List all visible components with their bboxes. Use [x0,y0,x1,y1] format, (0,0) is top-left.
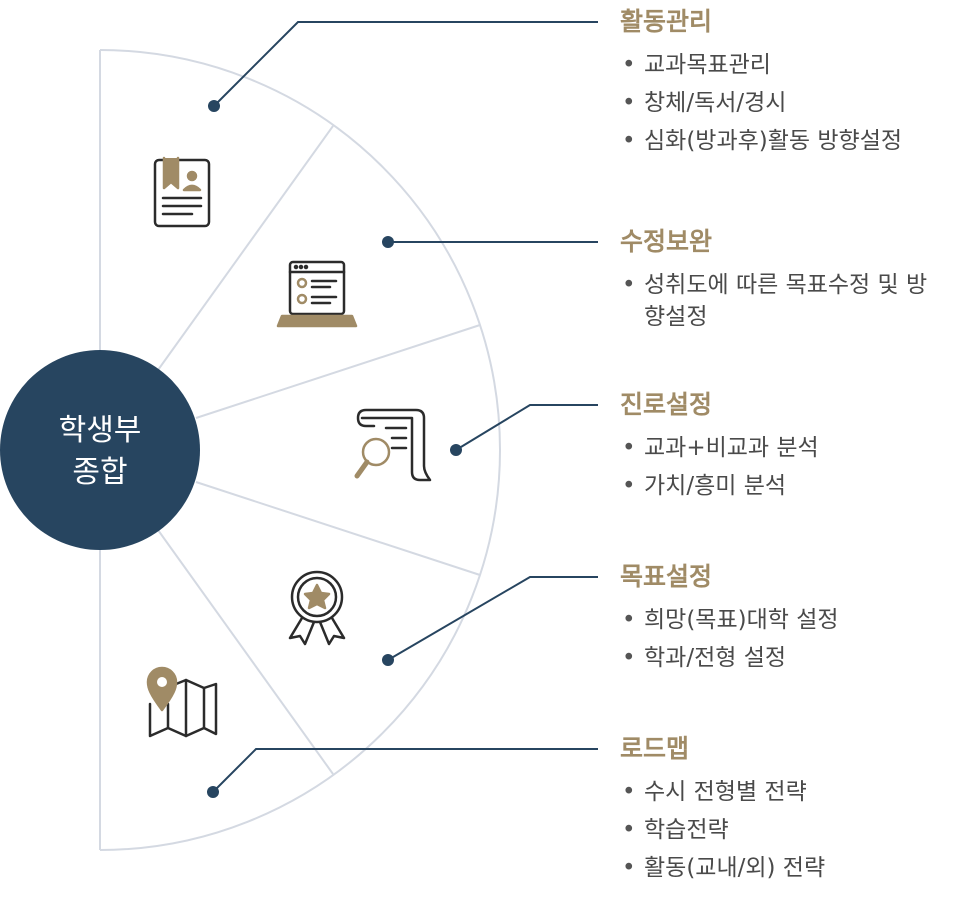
section-goal-setting: 목표설정 희망(목표)대학 설정 학과/전형 설정 [620,562,960,680]
section-revision: 수정보완 성취도에 따른 목표수정 및 방향설정 [620,227,960,339]
section-list: 교과+비교과 분석 가치/흥미 분석 [620,432,960,502]
section-title: 진로설정 [620,390,713,419]
laptop-checklist-icon [276,260,358,328]
connector-1 [208,21,598,112]
divider-3 [195,481,481,576]
list-item: 교과+비교과 분석 [620,432,960,464]
list-item: 희망(목표)대학 설정 [620,604,960,636]
list-item: 학습전략 [620,814,960,846]
hub: 학생부 종합 [0,350,200,550]
list-item: 교과목표관리 [620,49,960,81]
hub-label-line1: 학생부 [59,413,142,448]
hub-label-line2: 종합 [72,455,127,490]
section-list: 성취도에 따른 목표수정 및 방향설정 [620,269,960,333]
section-list: 교과목표관리 창체/독서/경시 심화(방과후)활동 방향설정 [620,49,960,157]
connector-5 [207,748,598,798]
list-item: 학과/전형 설정 [620,642,960,674]
scroll-magnifier-icon [354,408,432,482]
divider-4 [157,529,334,775]
connector-4 [382,576,598,666]
list-item: 활동(교내/외) 전략 [620,852,960,884]
connector-2 [382,236,598,248]
divider-1 [157,125,334,371]
list-item: 성취도에 따른 목표수정 및 방향설정 [620,269,944,333]
section-title: 로드맵 [620,734,690,763]
list-item: 심화(방과후)활동 방향설정 [620,125,960,157]
student-record-icon [153,156,211,228]
section-activity-management: 활동관리 교과목표관리 창체/독서/경시 심화(방과후)활동 방향설정 [620,7,960,163]
section-list: 희망(목표)대학 설정 학과/전형 설정 [620,604,960,674]
section-roadmap: 로드맵 수시 전형별 전략 학습전략 활동(교내/외) 전략 [620,734,960,890]
list-item: 창체/독서/경시 [620,87,960,119]
section-list: 수시 전형별 전략 학습전략 활동(교내/외) 전략 [620,776,960,884]
section-title: 수정보완 [620,227,713,256]
section-title: 활동관리 [620,7,713,36]
award-medal-icon [288,570,346,646]
outer-arc [99,49,501,851]
divider-2 [195,324,481,419]
list-item: 수시 전형별 전략 [620,776,960,808]
section-title: 목표설정 [620,562,713,591]
section-career-setting: 진로설정 교과+비교과 분석 가치/흥미 분석 [620,390,960,508]
connector-3 [450,404,598,456]
list-item: 가치/흥미 분석 [620,470,960,502]
map-pin-icon [146,666,218,738]
